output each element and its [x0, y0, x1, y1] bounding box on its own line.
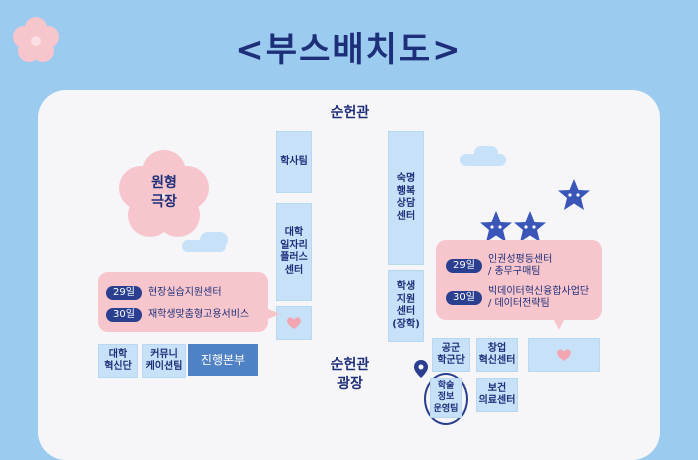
booth-haksa[interactable]: 학사팀 — [276, 131, 312, 193]
theater-label: 원형 극장 — [151, 175, 177, 210]
cloud-icon — [200, 232, 228, 248]
building-plaza: 순헌관 광장 — [330, 357, 370, 392]
booth-communication[interactable]: 커뮤니 케이션팀 — [142, 344, 186, 378]
left-callout — [98, 272, 268, 332]
highlight-circle — [424, 373, 468, 425]
right-event-30: 30일 빅데이터혁신융합사업단 / 데이터전략팀 — [446, 286, 589, 310]
cloud-icon — [474, 146, 498, 160]
event-name: 인권성평등센터 / 총무구매팀 — [487, 254, 553, 277]
flower-icon — [13, 17, 59, 62]
callout-pointer — [553, 318, 565, 330]
day-badge: 29일 — [106, 286, 142, 300]
booth-rotc[interactable]: 공군 학군단 — [432, 338, 470, 372]
star-mascot-icon — [480, 211, 512, 242]
page-title: <부스배치도> — [235, 30, 463, 70]
day-badge: 30일 — [106, 308, 142, 322]
left-event-30: 30일 재학생맞춤형고용서비스 — [106, 308, 249, 322]
location-pin-icon — [414, 360, 428, 378]
booth-student-support[interactable]: 학생 지원 센터 (장학) — [388, 270, 424, 342]
booth-library[interactable]: 학술 정보 운영팀 — [430, 378, 462, 418]
booth-startup[interactable]: 창업 혁신센터 — [476, 338, 518, 372]
booth-counseling[interactable]: 숙명 행복 상담 센터 — [388, 131, 424, 265]
booth-heart-right[interactable] — [528, 338, 600, 372]
right-callout — [436, 240, 602, 320]
booth-health[interactable]: 보건 의료센터 — [476, 378, 518, 412]
event-name: 현장실습지원센터 — [147, 287, 222, 298]
star-mascot-icon — [558, 179, 590, 210]
theater-flower-icon — [119, 150, 209, 237]
right-event-29: 29일 인권성평등센터 / 총무구매팀 — [446, 254, 552, 278]
event-name: 재학생맞춤형고용서비스 — [147, 309, 250, 320]
event-name: 빅데이터혁신융합사업단 / 데이터전략팀 — [487, 286, 590, 309]
callout-pointer — [266, 308, 280, 320]
booth-hq[interactable]: 진행본부 — [188, 344, 258, 376]
day-badge: 29일 — [446, 259, 482, 273]
left-event-29: 29일 현장실습지원센터 — [106, 286, 222, 300]
booth-job-plus[interactable]: 대학 일자리 플러스 센터 — [276, 203, 312, 301]
heart-icon — [557, 349, 571, 361]
booth-innovation[interactable]: 대학 혁신단 — [98, 344, 138, 378]
booth-heart[interactable] — [276, 306, 312, 340]
star-mascot-icon — [514, 211, 546, 242]
heart-icon — [287, 317, 301, 329]
building-sunheon: 순헌관 — [330, 105, 370, 121]
day-badge: 30일 — [446, 291, 482, 305]
